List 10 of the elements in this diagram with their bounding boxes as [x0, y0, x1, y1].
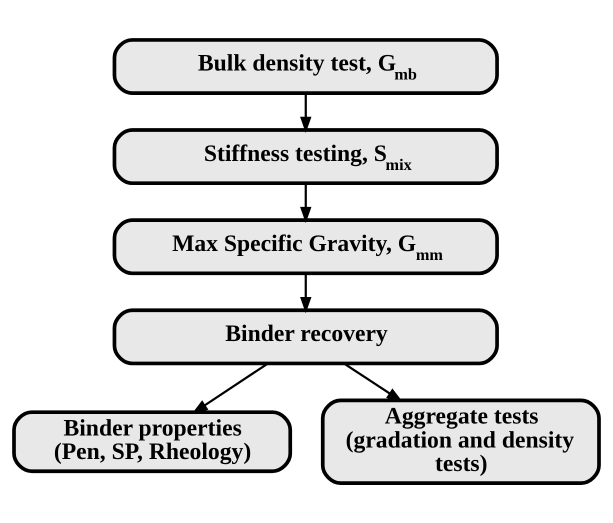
- node-box: Aggregate tests (gradation and density tests): [320, 398, 601, 485]
- arrow: [344, 362, 403, 402]
- node-box: Max Specific Gravity, G$_{mm}$: [112, 218, 499, 276]
- node-box: Binder recovery: [112, 308, 499, 366]
- node-box: Stiffness testing, S$_{mix}$: [112, 128, 499, 186]
- node-box: Binder properties (Pen, SP, Rheology): [12, 410, 292, 474]
- arrow: [300, 273, 312, 314]
- arrow: [300, 93, 312, 134]
- arrow: [300, 183, 312, 224]
- node-box: Bulk density test, G$_{mb}$: [112, 38, 499, 95]
